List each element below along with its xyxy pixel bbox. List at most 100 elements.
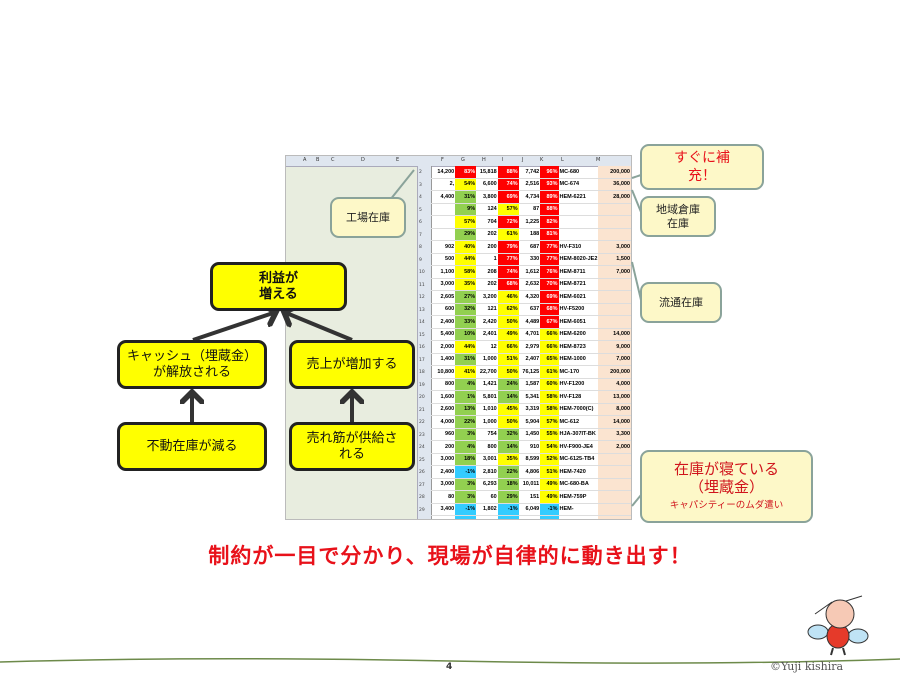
table-cell: 60%	[540, 378, 559, 391]
grass-line	[0, 657, 900, 664]
table-cell: 14%	[497, 440, 519, 454]
table-cell	[598, 503, 631, 516]
table-cell: 27%	[455, 290, 477, 304]
table-cell: 14%	[497, 390, 519, 404]
table-cell: 89%	[540, 190, 559, 204]
table-cell	[598, 290, 631, 304]
copyright: ©Yuji kishira	[770, 660, 844, 673]
table-cell: 4,320	[518, 290, 541, 304]
table-cell: 1,500	[598, 253, 631, 266]
table-cell: 68%	[497, 278, 519, 291]
table-cell: 18%	[497, 478, 519, 491]
bee-mascot-icon	[807, 595, 869, 656]
sleeping-title: 在庫が寝ている （埋蔵金）	[673, 460, 779, 496]
table-cell: 32%	[497, 428, 519, 441]
table-cell: 3,000	[431, 453, 456, 466]
row-number: 19	[419, 382, 425, 388]
table-cell: 3%	[455, 490, 477, 504]
table-cell	[558, 215, 599, 229]
table-cell: 44%	[455, 253, 477, 266]
table-cell: 800	[476, 440, 498, 454]
callout-pointer-regional	[631, 189, 642, 213]
table-cell: 202	[476, 278, 498, 291]
arrow-sales-to-profit	[284, 312, 353, 342]
column-header-K: K	[540, 157, 544, 163]
table-cell: 82%	[540, 215, 559, 229]
table-cell: 6,293	[476, 478, 498, 491]
table-cell: 28,000	[598, 190, 631, 204]
table-cell: HEM-7420	[558, 465, 599, 479]
row-number: 3	[419, 182, 422, 188]
table-cell	[598, 515, 631, 519]
table-cell: 24%	[497, 378, 519, 391]
column-header-I: I	[502, 157, 504, 163]
table-cell: HEM-6221	[558, 190, 599, 204]
table-cell: 3%	[455, 478, 477, 491]
callout-regional-inventory: 地域倉庫 在庫	[640, 196, 716, 237]
row-number: 22	[419, 420, 425, 425]
table-cell: 13,000	[598, 390, 631, 404]
arrow-cash-to-profit	[192, 312, 276, 342]
table-cell	[431, 228, 456, 241]
table-cell: 1,400	[431, 353, 456, 366]
table-cell: 10,011	[518, 478, 541, 491]
table-cell: 2,	[431, 178, 456, 191]
table-cell: 687	[518, 240, 541, 254]
table-cell: 12	[476, 340, 498, 354]
sleeping-subtitle: キャパシティーのムダ遣い	[669, 500, 784, 511]
table-cell: 3%	[455, 428, 477, 441]
row-number: 12	[419, 295, 425, 300]
row-number: 9	[419, 257, 422, 263]
table-cell: 62%	[497, 303, 519, 316]
table-cell: 49%	[497, 328, 519, 341]
table-cell: 600	[431, 303, 456, 316]
table-cell: MC-674	[558, 178, 599, 191]
table-cell: 4%	[455, 378, 477, 391]
table-row: 3,400-1%1,802-1%6,049-1%HEM-	[431, 503, 631, 516]
row-number: 7	[419, 232, 422, 238]
table-cell: 52%	[540, 453, 559, 466]
callout-pointer-distribution	[631, 261, 642, 301]
table-cell: 31%	[455, 353, 477, 366]
row-number: 21	[419, 407, 425, 413]
table-cell: 15,818	[476, 166, 498, 179]
table-cell: 31%	[455, 190, 477, 204]
table-cell	[598, 215, 631, 229]
table-cell	[558, 203, 599, 216]
table-cell: 50%	[497, 415, 519, 429]
table-cell: HEM-4060-	[558, 515, 599, 519]
row-number: 5	[419, 207, 422, 213]
table-cell	[598, 203, 631, 216]
table-cell: HEM-7000(C)	[558, 403, 599, 416]
row-number: 28	[419, 495, 425, 500]
table-cell: 1	[476, 253, 498, 266]
table-cell: 22,700	[476, 365, 498, 379]
table-cell: 14,000	[598, 415, 631, 429]
column-header-G: G	[461, 157, 465, 163]
table-cell: 45%	[497, 403, 519, 416]
table-cell: 88%	[497, 166, 519, 179]
table-cell: 2,000	[598, 440, 631, 454]
table-cell: 2,605	[431, 290, 456, 304]
table-cell: HEM-8020-JE2	[558, 253, 599, 266]
table-cell: 3,200	[476, 290, 498, 304]
table-cell: -1%	[540, 503, 559, 516]
table-cell: 800	[431, 378, 456, 391]
table-cell: 22%	[497, 465, 519, 479]
table-cell: 88%	[540, 203, 559, 216]
row-number: 6	[419, 220, 422, 225]
node-bestseller-supplied: 売れ筋が供給さ れる	[289, 422, 415, 471]
table-cell: 50%	[497, 315, 519, 329]
table-cell: 49%	[540, 478, 559, 491]
table-cell	[431, 203, 456, 216]
table-cell: HEM-6200	[558, 328, 599, 341]
table-cell: 57%	[455, 215, 477, 229]
